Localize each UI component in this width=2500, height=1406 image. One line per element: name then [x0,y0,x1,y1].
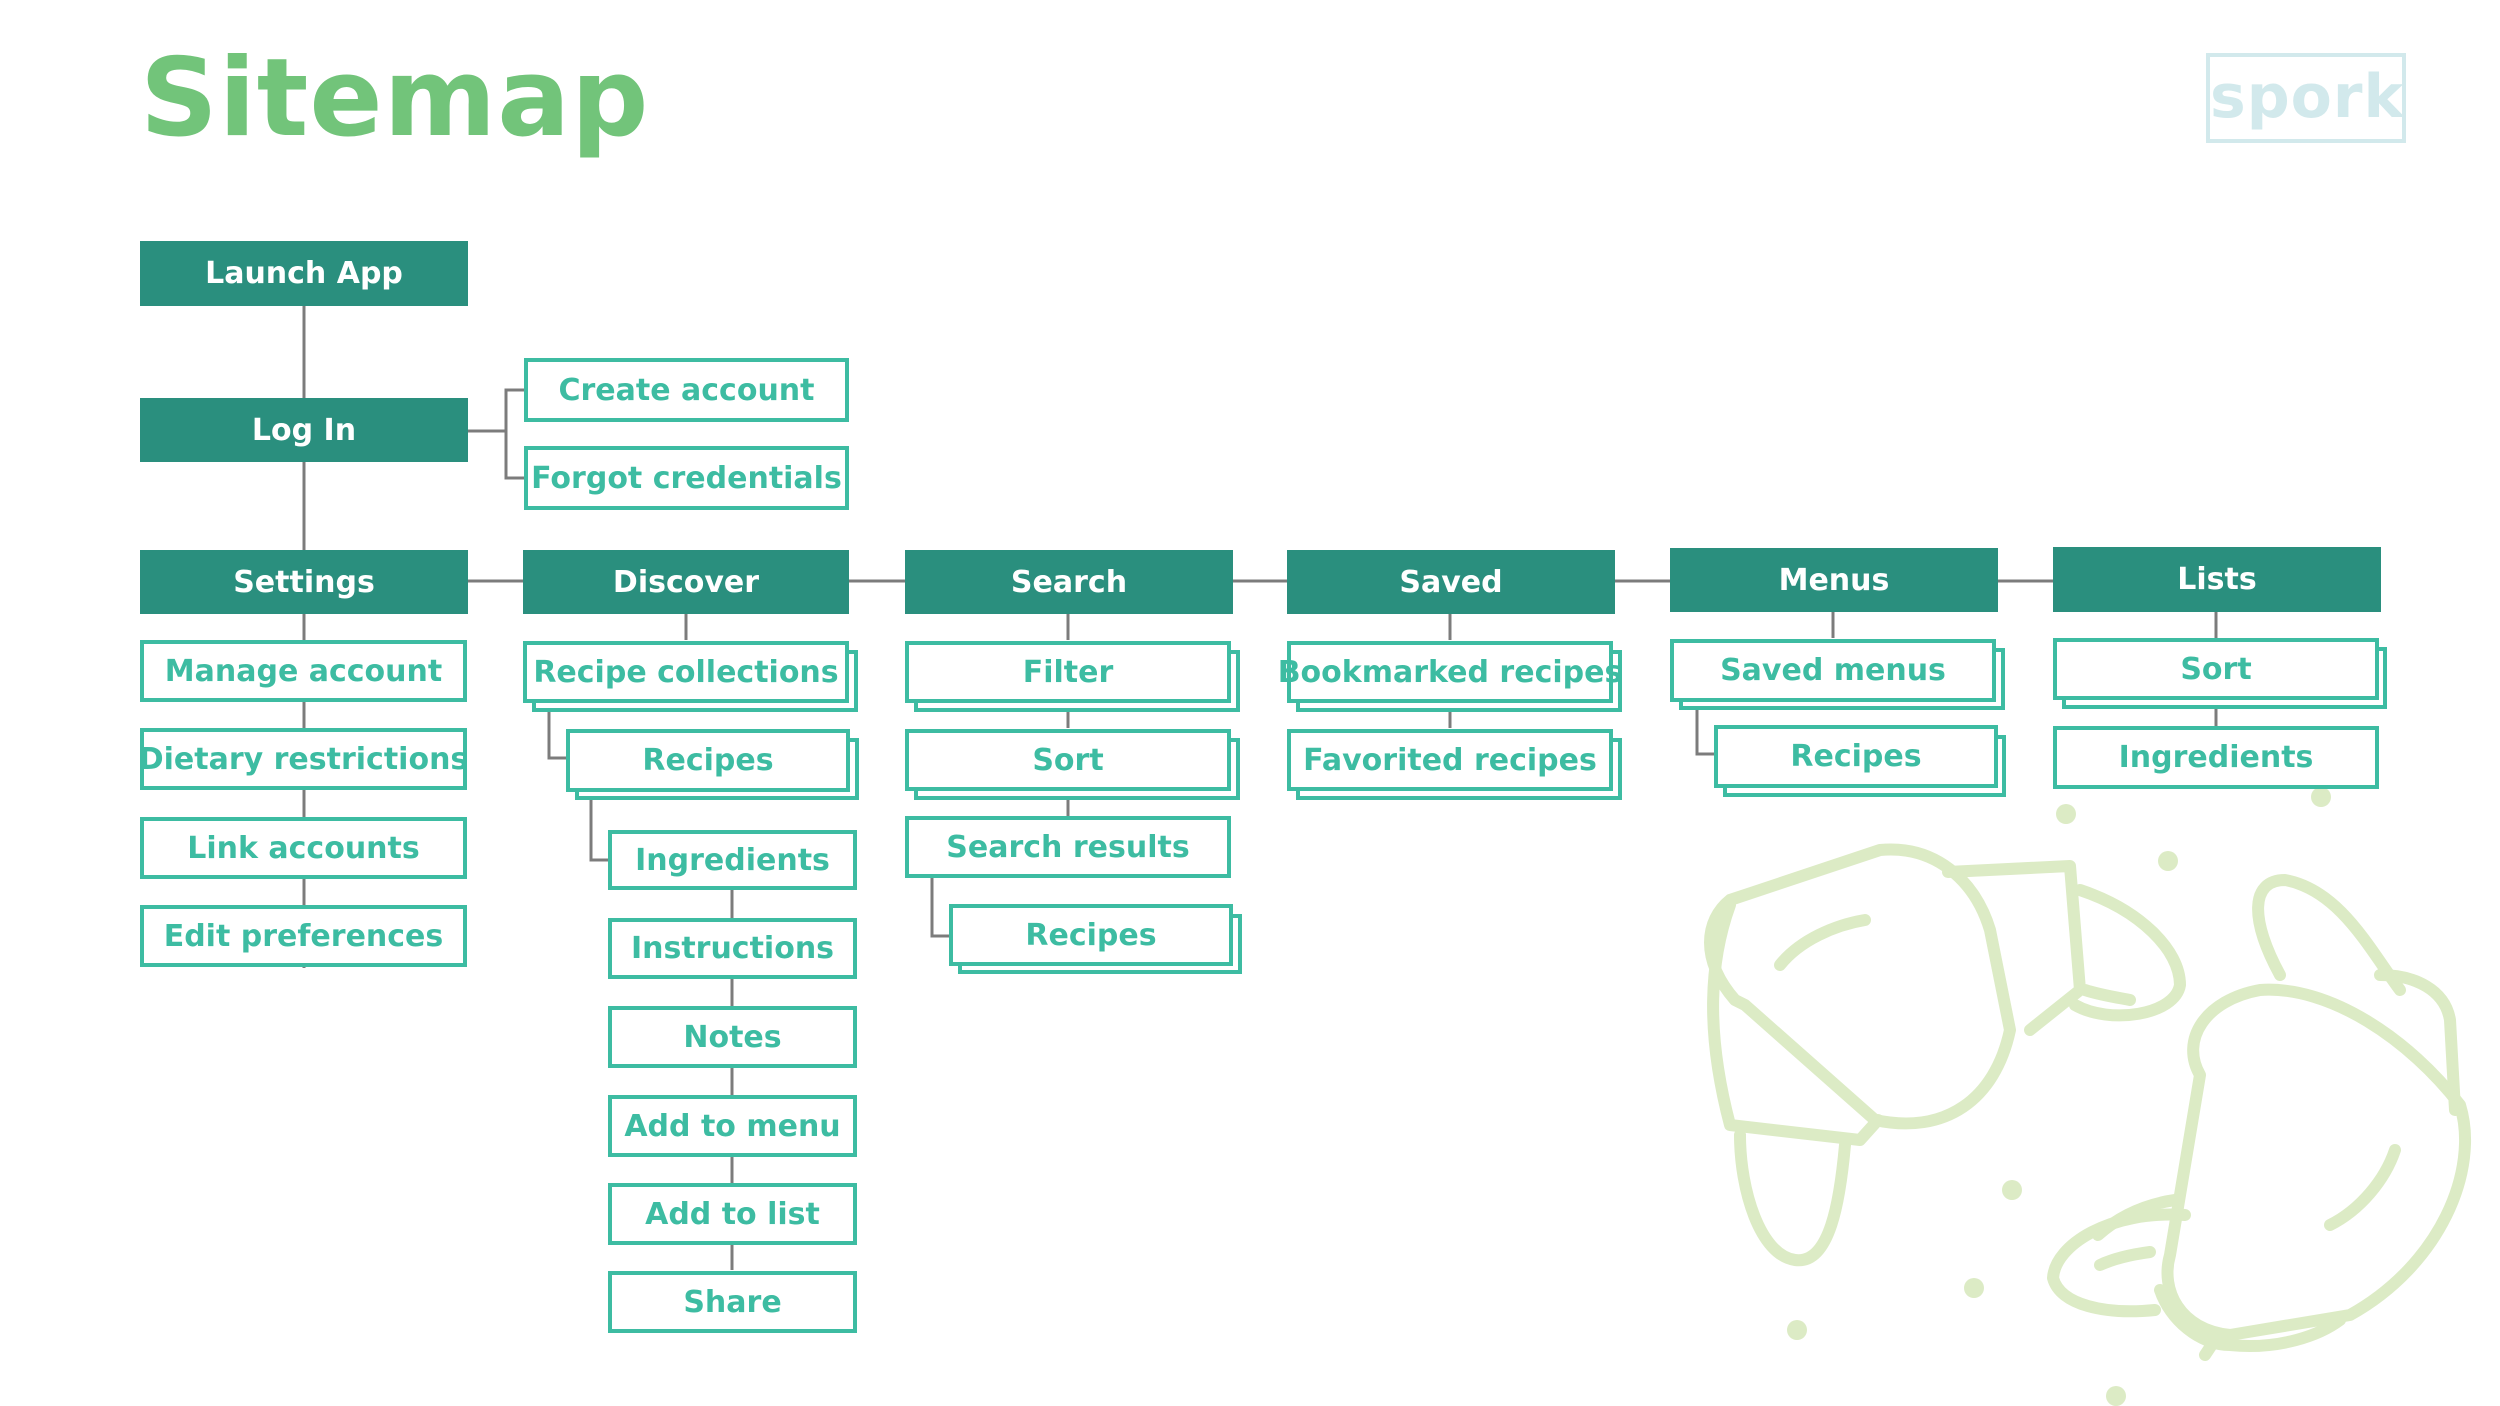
node-filter: Filter [905,641,1231,703]
node-share: Share [608,1271,857,1333]
node-lists-sort: Sort [2053,638,2379,700]
node-create-account: Create account [524,358,849,422]
node-discover: Discover [523,550,849,614]
node-link-accounts: Link accounts [140,817,467,879]
node-discover-recipes: Recipes [566,729,850,792]
node-manage-account: Manage account [140,640,467,702]
page-title: Sitemap [140,36,650,161]
node-add-to-list: Add to list [608,1183,857,1245]
node-ingredients: Ingredients [608,830,857,890]
node-forgot-credentials: Forgot credentials [524,446,849,510]
node-launch-app: Launch App [140,241,468,306]
node-log-in: Log In [140,398,468,462]
node-search-recipes: Recipes [949,904,1233,966]
spork-logo: spork [2206,53,2406,143]
node-search-sort: Sort [905,729,1231,791]
node-notes: Notes [608,1006,857,1068]
node-lists-ingredients: Ingredients [2053,726,2379,789]
node-saved: Saved [1287,550,1615,614]
node-search: Search [905,550,1233,614]
node-dietary-restrictions: Dietary restrictions [139,728,468,790]
node-add-to-menu: Add to menu [608,1095,857,1157]
node-bookmarked-recipes: Bookmarked recipes [1278,641,1622,703]
node-instructions: Instructions [608,918,857,979]
node-menus-recipes: Recipes [1714,725,1998,788]
node-menus: Menus [1670,548,1998,612]
node-edit-preferences: Edit preferences [140,905,467,967]
node-lists: Lists [2053,547,2381,612]
node-saved-menus: Saved menus [1670,639,1996,702]
node-favorited-recipes: Favorited recipes [1287,729,1613,791]
node-settings: Settings [140,550,468,614]
node-search-results: Search results [905,816,1231,878]
node-recipe-collections: Recipe collections [523,641,849,703]
